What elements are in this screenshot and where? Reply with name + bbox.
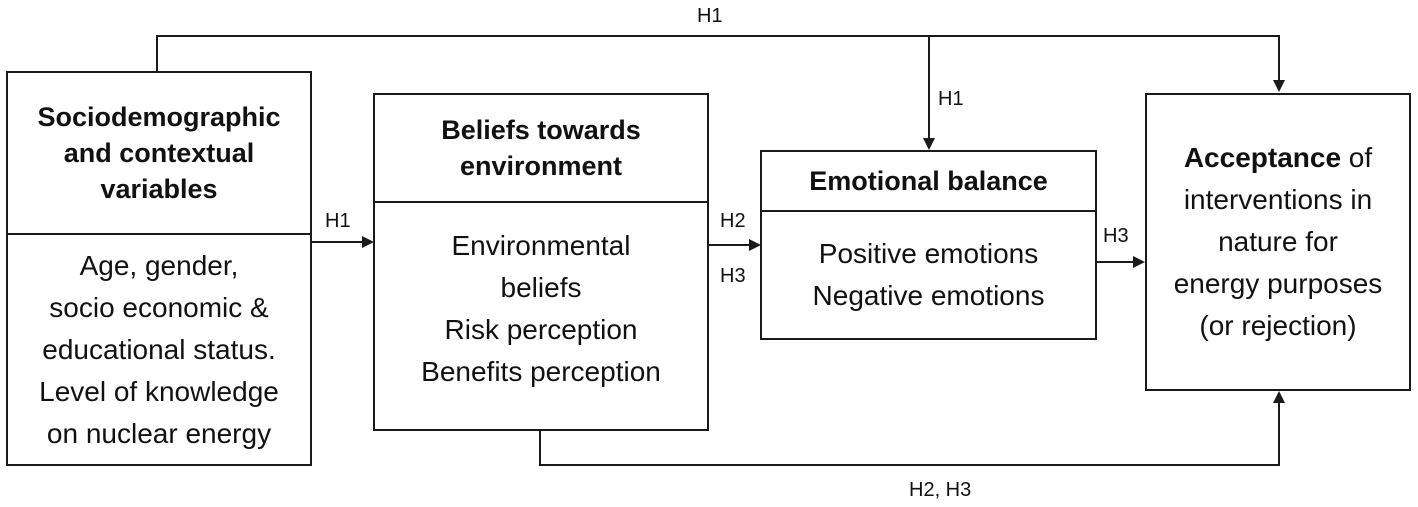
sociodemographic-body-line: socio economic & (49, 291, 269, 323)
acceptance-body-line: interventions in (1183, 184, 1373, 215)
emotional-divider (762, 210, 1095, 212)
emotional-balance-box: Emotional balance Positive emotions Nega… (760, 150, 1097, 340)
label-top-h1: H1 (697, 5, 723, 27)
acceptance-box: Acceptance of interventions in nature fo… (1145, 93, 1411, 391)
emotional-body: Positive emotions Negative emotions (762, 212, 1095, 338)
sociodemographic-divider (8, 233, 310, 235)
arrowhead-to-acceptance-side (1133, 256, 1145, 268)
sociodemographic-body-line: educational status. (42, 333, 276, 365)
beliefs-body-line: Benefits perception (421, 356, 661, 387)
emotional-title: Emotional balance (809, 166, 1048, 196)
acceptance-first-line-rest: of (1341, 142, 1373, 173)
label-bottom-h2-h3: H2, H3 (909, 479, 972, 501)
connector-bottom-up (1278, 402, 1280, 465)
acceptance-body-line: energy purposes (1173, 268, 1383, 299)
beliefs-body-line: Environmental (451, 230, 631, 261)
label-socio-beliefs-h1: H1 (325, 210, 351, 232)
connector-socio-to-beliefs (311, 241, 363, 243)
connector-top-to-emotional (928, 36, 930, 140)
connector-beliefs-to-emotional (708, 244, 750, 246)
acceptance-body-line: nature for (1218, 226, 1338, 257)
emotional-body-line: Positive emotions (818, 238, 1039, 269)
acceptance-body-line: (or rejection) (1199, 310, 1357, 341)
sociodemographic-body-line: Level of knowledge (39, 375, 279, 407)
emotional-header: Emotional balance (762, 152, 1095, 210)
acceptance-bold-word: Acceptance (1183, 142, 1342, 173)
arrowhead-to-beliefs (362, 236, 374, 248)
connector-top-horizontal (156, 35, 1280, 37)
label-mid-h1: H1 (938, 88, 964, 110)
arrowhead-to-acceptance-top (1273, 80, 1285, 92)
connector-socio-up (156, 36, 158, 72)
sociodemographic-box: Sociodemographic and contextual variable… (6, 71, 312, 466)
connector-top-to-acceptance (1278, 36, 1280, 82)
connector-bottom-horizontal (539, 464, 1280, 466)
beliefs-body-line: beliefs (500, 272, 582, 303)
sociodemographic-body-line: on nuclear energy (46, 417, 272, 449)
arrowhead-to-emotional (923, 138, 935, 150)
sociodemographic-title-line: variables (100, 174, 218, 204)
label-beliefs-emotional-h3: H3 (720, 265, 746, 287)
connector-emotional-to-acceptance (1096, 261, 1134, 263)
sociodemographic-title-line: Sociodemographic (37, 102, 281, 132)
beliefs-body-line: Risk perception (444, 314, 638, 345)
beliefs-header: Beliefs towards environment (375, 95, 707, 201)
sociodemographic-title-line: and contextual (63, 138, 255, 168)
arrowhead-to-emotional-side (749, 239, 761, 251)
connector-beliefs-down (539, 430, 541, 465)
arrowhead-to-acceptance-bottom (1273, 391, 1285, 403)
sociodemographic-header: Sociodemographic and contextual variable… (8, 73, 310, 233)
beliefs-title-line: Beliefs towards (441, 115, 641, 145)
beliefs-body: Environmental beliefs Risk perception Be… (375, 203, 707, 429)
sociodemographic-body-line: Age, gender, (79, 249, 239, 281)
beliefs-title-line: environment (459, 151, 623, 181)
acceptance-body: Acceptance of interventions in nature fo… (1147, 95, 1409, 389)
beliefs-box: Beliefs towards environment Environmenta… (373, 93, 709, 431)
emotional-body-line: Negative emotions (812, 280, 1045, 311)
label-beliefs-emotional-h2: H2 (720, 210, 746, 232)
label-emotional-acceptance-h3: H3 (1103, 225, 1129, 247)
beliefs-divider (375, 201, 707, 203)
sociodemographic-body: Age, gender, socio economic & educationa… (8, 235, 310, 464)
acceptance-first-line: Acceptance of (1184, 137, 1372, 179)
